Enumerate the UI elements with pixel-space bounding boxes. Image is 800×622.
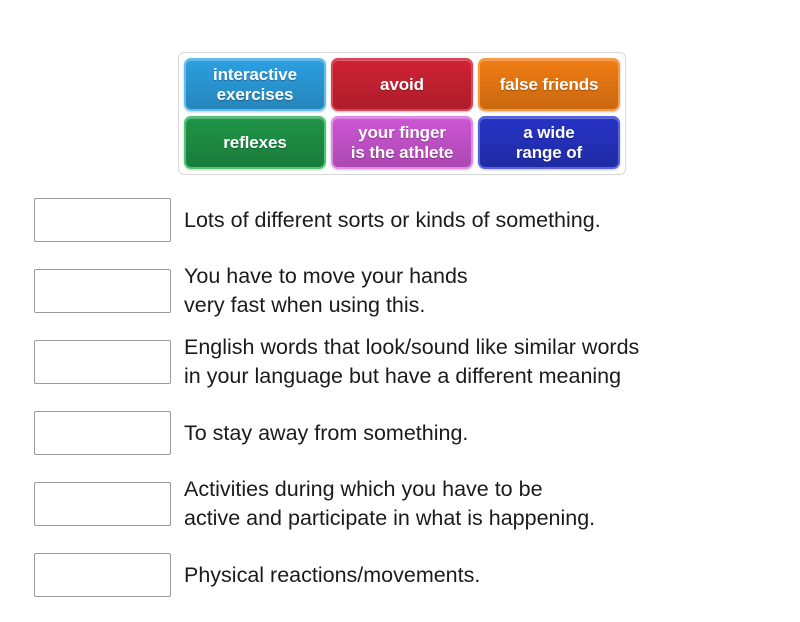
tile-avoid[interactable]: avoid <box>331 58 473 111</box>
definition-row-5: Activities during which you have to be a… <box>34 477 774 530</box>
definition-text: Lots of different sorts or kinds of some… <box>184 207 601 232</box>
tile-a-wide-range-of[interactable]: a wide range of <box>478 116 620 169</box>
definition-row-6: Physical reactions/movements. <box>34 551 774 599</box>
definition-row-3: English words that look/sound like simil… <box>34 335 774 388</box>
tile-reflexes[interactable]: reflexes <box>184 116 326 169</box>
definition-list: Lots of different sorts or kinds of some… <box>34 196 774 622</box>
answer-drop-box[interactable] <box>34 340 171 384</box>
answer-drop-box[interactable] <box>34 198 171 242</box>
definition-row-1: Lots of different sorts or kinds of some… <box>34 196 774 244</box>
definition-text: Physical reactions/movements. <box>184 562 481 587</box>
definition-text: English words that look/sound like simil… <box>184 335 640 388</box>
answer-drop-box[interactable] <box>34 411 171 455</box>
answer-drop-box[interactable] <box>34 269 171 313</box>
answer-drop-box[interactable] <box>34 482 171 526</box>
answer-drop-box[interactable] <box>34 553 171 597</box>
tile-false-friends[interactable]: false friends <box>478 58 620 111</box>
definition-row-2: You have to move your hands very fast wh… <box>34 264 774 317</box>
tile-your-finger-is-the-athlete[interactable]: your finger is the athlete <box>331 116 473 169</box>
definition-text: To stay away from something. <box>184 420 469 445</box>
tile-interactive-exercises[interactable]: interactive exercises <box>184 58 326 111</box>
definition-text: Activities during which you have to be a… <box>184 477 596 530</box>
definition-text: You have to move your hands very fast wh… <box>184 264 468 317</box>
definition-row-4: To stay away from something. <box>34 409 774 457</box>
